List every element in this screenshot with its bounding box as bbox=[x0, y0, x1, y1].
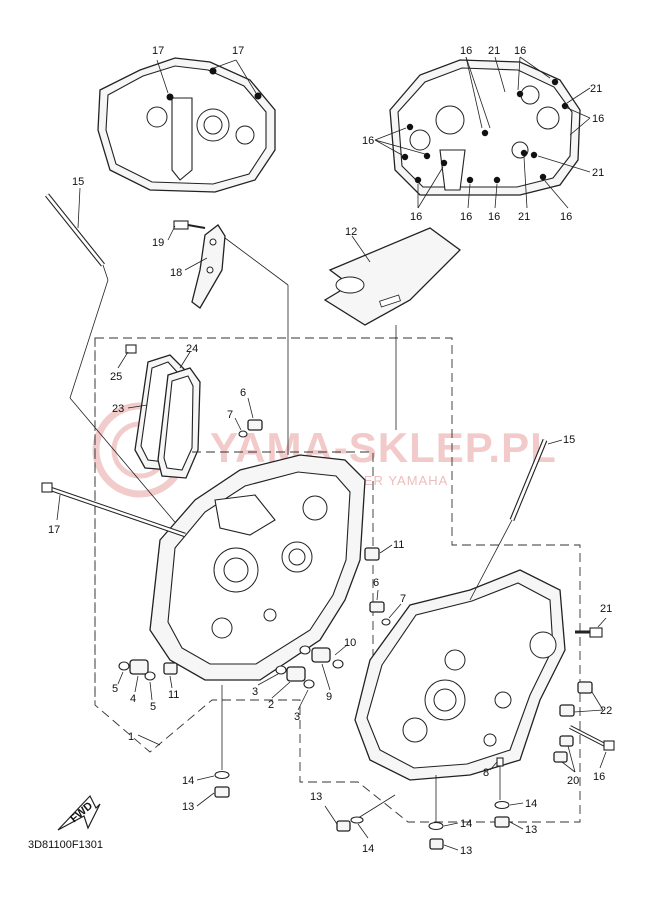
callout-16: 16 bbox=[460, 45, 472, 57]
callout-18: 18 bbox=[170, 267, 182, 279]
cover-gaskets-23-24 bbox=[117, 344, 201, 479]
crankcase-left-half bbox=[149, 454, 366, 681]
callout-7: 7 bbox=[400, 593, 406, 605]
diagram-code: 3D81100F1301 bbox=[28, 839, 103, 851]
callout-16: 16 bbox=[593, 771, 605, 783]
callout-17: 17 bbox=[232, 45, 244, 57]
stud-bolt-15-left bbox=[45, 187, 191, 541]
callout-21: 21 bbox=[518, 211, 530, 223]
callout-19: 19 bbox=[152, 237, 164, 249]
callout-5: 5 bbox=[150, 701, 156, 713]
callout-20: 20 bbox=[567, 775, 579, 787]
callout-14: 14 bbox=[460, 818, 472, 830]
fittings-6-7-lower bbox=[369, 589, 402, 626]
callout-12: 12 bbox=[345, 226, 357, 238]
callout-14: 14 bbox=[362, 843, 374, 855]
callout-16: 16 bbox=[514, 45, 526, 57]
callout-16: 16 bbox=[488, 211, 500, 223]
callout-16: 16 bbox=[460, 211, 472, 223]
callout-15: 15 bbox=[72, 176, 84, 188]
callout-13: 13 bbox=[460, 845, 472, 857]
callout-1: 1 bbox=[128, 731, 134, 743]
callout-16: 16 bbox=[362, 135, 374, 147]
callout-14: 14 bbox=[525, 798, 537, 810]
drain-bolts-and-washers bbox=[196, 685, 524, 851]
callout-25: 25 bbox=[110, 371, 122, 383]
callout-17: 17 bbox=[152, 45, 164, 57]
callout-21: 21 bbox=[592, 167, 604, 179]
callout-13: 13 bbox=[182, 801, 194, 813]
callout-15: 15 bbox=[563, 434, 575, 446]
crankcase-gasket-left-view bbox=[97, 57, 276, 193]
callout-23: 23 bbox=[112, 403, 124, 415]
leader-part-1 bbox=[137, 734, 161, 746]
callout-8: 8 bbox=[483, 767, 489, 779]
callout-11: 11 bbox=[168, 689, 179, 701]
callout-2: 2 bbox=[268, 699, 274, 711]
callout-13: 13 bbox=[525, 824, 537, 836]
callout-16: 16 bbox=[560, 211, 572, 223]
right-side-fasteners bbox=[553, 617, 615, 773]
callout-7: 7 bbox=[227, 409, 233, 421]
callout-24: 24 bbox=[186, 343, 198, 355]
plate-18-and-bolt-19 bbox=[167, 220, 289, 455]
fwd-arrow: FWD bbox=[57, 794, 101, 831]
callout-10: 10 bbox=[344, 637, 356, 649]
callout-13: 13 bbox=[310, 791, 322, 803]
gasket-12 bbox=[323, 227, 461, 326]
bolt-17-left bbox=[41, 482, 186, 538]
callout-21: 21 bbox=[600, 603, 612, 615]
callout-21: 21 bbox=[488, 45, 500, 57]
callout-3: 3 bbox=[294, 711, 300, 723]
crankcase-right-half bbox=[354, 569, 566, 781]
fittings-6-7-upper bbox=[234, 397, 263, 438]
callout-16: 16 bbox=[410, 211, 422, 223]
crankcase-gasket-right-view bbox=[374, 56, 591, 209]
callout-5: 5 bbox=[112, 683, 118, 695]
callout-14: 14 bbox=[182, 775, 194, 787]
callout-9: 9 bbox=[326, 691, 332, 703]
callout-6: 6 bbox=[240, 387, 246, 399]
callout-11: 11 bbox=[393, 539, 404, 551]
callout-4: 4 bbox=[130, 693, 136, 705]
dowels-and-orings-left bbox=[117, 544, 393, 711]
callout-22: 22 bbox=[600, 705, 612, 717]
assembly-outline bbox=[94, 337, 581, 823]
callout-labels: 17 17 16 21 16 21 16 16 21 16 16 16 21 1… bbox=[48, 45, 612, 857]
callout-21: 21 bbox=[590, 83, 602, 95]
callout-6: 6 bbox=[373, 577, 379, 589]
callout-17: 17 bbox=[48, 524, 60, 536]
callout-16: 16 bbox=[592, 113, 604, 125]
callout-3: 3 bbox=[252, 686, 258, 698]
gasket-dots bbox=[401, 78, 569, 184]
stud-bolt-15-right bbox=[469, 439, 563, 601]
